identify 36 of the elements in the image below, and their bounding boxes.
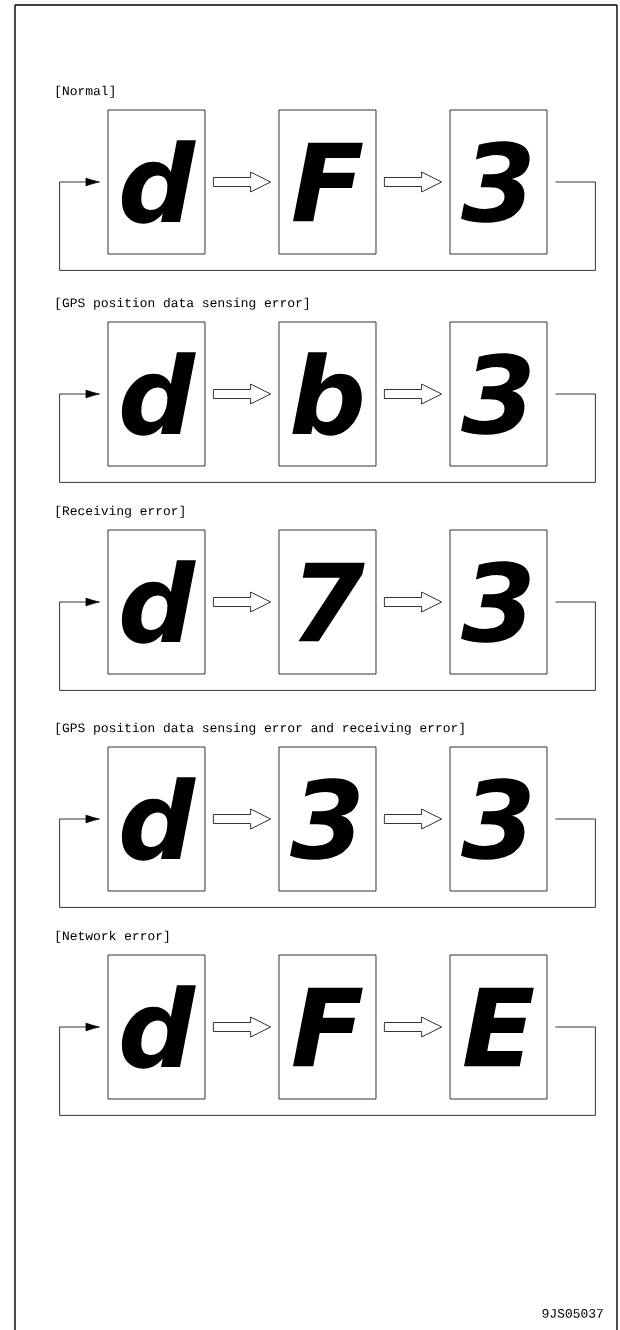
section-heading: [Network error] xyxy=(56,930,169,943)
section-heading: [GPS position data sensing error] xyxy=(56,297,309,310)
section-heading: [Normal] xyxy=(56,85,114,98)
digit-display: F xyxy=(278,109,377,255)
digit-display: d xyxy=(107,321,206,467)
digit-display: b xyxy=(278,321,377,467)
digit-display: F xyxy=(278,954,377,1100)
return-arrow xyxy=(59,597,596,691)
return-arrow xyxy=(59,1022,596,1116)
block-arrow xyxy=(213,383,271,405)
block-arrow xyxy=(384,591,442,613)
return-arrow xyxy=(59,814,596,908)
block-arrow xyxy=(213,171,271,193)
return-arrow xyxy=(59,177,596,271)
block-arrow xyxy=(384,808,442,830)
section-heading: [GPS position data sensing error and receiving error] xyxy=(56,722,464,735)
digit-display: d xyxy=(107,529,206,675)
return-arrow xyxy=(59,389,596,483)
digit-display: 3 xyxy=(449,321,548,467)
block-arrow xyxy=(384,171,442,193)
section-heading: [Receiving error] xyxy=(56,505,184,518)
digit-display: 3 xyxy=(449,529,548,675)
block-arrow xyxy=(213,808,271,830)
block-arrow xyxy=(384,383,442,405)
digit-display: E xyxy=(449,954,548,1100)
digit-display: 3 xyxy=(449,746,548,892)
block-arrow xyxy=(213,1016,271,1038)
digit-display: d xyxy=(107,954,206,1100)
digit-display: d xyxy=(107,746,206,892)
digit-display: 3 xyxy=(278,746,377,892)
block-arrow xyxy=(384,1016,442,1038)
digit-display: 3 xyxy=(449,109,548,255)
drawing-number: 9JS05037 xyxy=(542,1309,603,1318)
digit-display: d xyxy=(107,109,206,255)
block-arrow xyxy=(213,591,271,613)
digit-display: 7 xyxy=(278,529,377,675)
